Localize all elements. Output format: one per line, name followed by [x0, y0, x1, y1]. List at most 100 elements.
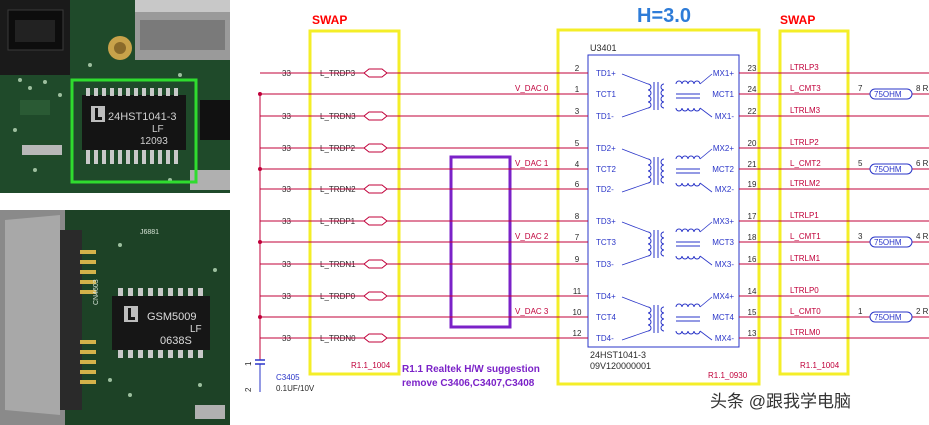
chip-marking-3: 0638S — [160, 335, 192, 347]
chip-pin-number: 21 — [748, 160, 757, 169]
junction-dot — [258, 315, 262, 319]
chip-pin-name: MX2- — [715, 185, 734, 194]
junction-dot — [258, 92, 262, 96]
port-symbol — [363, 68, 388, 78]
chip-pin-number: 19 — [748, 180, 757, 189]
transformer-coil-icon — [621, 148, 713, 193]
chip-pin-number: 1 — [575, 85, 580, 94]
chip-pin-name: TCT2 — [596, 165, 617, 174]
chip-pin-name: TD3- — [596, 260, 614, 269]
chip-pin-name: MCT2 — [712, 165, 734, 174]
right-net-label: LTRLM2 — [790, 179, 821, 188]
chip-pin-number: 22 — [748, 107, 757, 116]
swap-box-right — [778, 29, 850, 376]
cap-pin2: 2 — [244, 387, 253, 392]
v-dac-label: V_DAC 0 — [515, 84, 549, 93]
height-title: H=3.0 — [637, 5, 691, 27]
term-pin-right: 8 R — [916, 84, 929, 93]
transformer-symbol-group — [621, 73, 713, 341]
transformer-coil-icon — [621, 296, 713, 341]
right-net-group: LTRLP3L_CMT3LTRLM3LTRLP2L_CMT2LTRLM2LTRL… — [739, 63, 929, 339]
port-symbol — [363, 184, 388, 194]
term-pin-right: 2 R — [916, 307, 929, 316]
chip-pin-number: 5 — [575, 139, 580, 148]
capacitor-c3405 — [255, 359, 265, 392]
chip-pin-number: 10 — [573, 308, 582, 317]
swap-label-right: SWAP — [780, 13, 815, 27]
chip-pin-number: 7 — [575, 233, 580, 242]
note-line-1: R1.1 Realtek H/W suggestion — [402, 364, 540, 375]
pcb-photo-bottom: CN4603 J6881 GSM5009 LF 0638S — [0, 210, 230, 425]
right-net-label: L_CMT3 — [790, 84, 821, 93]
chip-pin-name: MX4- — [715, 334, 734, 343]
chip-pin-name: TD4+ — [596, 292, 616, 301]
chip-marking-2: LF — [152, 124, 164, 135]
chip-pin-number: 23 — [748, 64, 757, 73]
chip-marking-3: 12093 — [140, 136, 168, 147]
junction-dot — [258, 240, 262, 244]
v-dac-label: V_DAC 3 — [515, 307, 549, 316]
chip-pin-number: 13 — [748, 329, 757, 338]
transformer-u3401 — [587, 54, 740, 348]
chip-pin-name: MX3+ — [713, 217, 734, 226]
chip-pin-name: TCT4 — [596, 313, 617, 322]
chip-pin-name: TD3+ — [596, 217, 616, 226]
right-net-label: L_CMT1 — [790, 232, 821, 241]
gold-contacts — [80, 250, 96, 384]
right-net-label: L_CMT2 — [790, 159, 821, 168]
chip-pin-name: MX3- — [715, 260, 734, 269]
port-symbol — [363, 333, 388, 343]
pcb-photo-top: 24HST1041-3 LF 12093 — [0, 0, 230, 193]
transformer-coil-icon — [621, 73, 713, 118]
chip-highlight-box — [556, 28, 761, 386]
chip-revision: R1.1_0930 — [708, 371, 748, 380]
term-ohm: 75OHM — [874, 90, 902, 99]
port-symbol — [363, 291, 388, 301]
term-ohm: 75OHM — [874, 313, 902, 322]
chip-pin-number: 2 — [575, 64, 580, 73]
chip-pin-name: MCT1 — [712, 90, 734, 99]
chip-pin-name: MX1- — [715, 112, 734, 121]
term-pin-right: 6 R — [916, 159, 929, 168]
port-symbol — [363, 143, 388, 153]
right-net-label: LTRLP3 — [790, 63, 819, 72]
chip-marking-1: 24HST1041-3 — [108, 111, 177, 123]
port-symbol — [363, 216, 388, 226]
term-pin-left: 3 — [858, 232, 863, 241]
chip-part: 24HST1041-3 — [590, 350, 646, 360]
transformer-chip — [82, 95, 186, 150]
termination-resistor — [869, 236, 913, 248]
note-line-2: remove C3406,C3407,C3408 — [402, 378, 535, 389]
right-revision: R1.1_1004 — [800, 361, 840, 370]
chip-pin-number: 6 — [575, 180, 580, 189]
chip-pin-name: MCT3 — [712, 238, 734, 247]
right-net-label: LTRLM1 — [790, 254, 821, 263]
board-label-j: J6881 — [140, 229, 159, 236]
chip-pin-name: TD4- — [596, 334, 614, 343]
chip-pin-number: 18 — [748, 233, 757, 242]
chip-pin-number: 12 — [573, 329, 582, 338]
chip-pin-number: 9 — [575, 255, 580, 264]
chip-pin-number: 8 — [575, 212, 580, 221]
right-net-label: LTRLM0 — [790, 328, 821, 337]
right-net-label: LTRLP2 — [790, 138, 819, 147]
junction-dot — [258, 167, 262, 171]
swap-box-left — [308, 29, 401, 376]
chip-pin-number: 15 — [748, 308, 757, 317]
chip-pin-number: 4 — [575, 160, 580, 169]
right-net-label: LTRLP0 — [790, 286, 819, 295]
right-net-label: L_CMT0 — [790, 307, 821, 316]
cap-value: 0.1UF/10V — [276, 384, 315, 393]
chip-pin-name: TD2- — [596, 185, 614, 194]
highlight-box-green — [70, 78, 198, 184]
chip-pin-name: MX2+ — [713, 144, 734, 153]
chip-pin-name: TCT3 — [596, 238, 617, 247]
right-net-label: LTRLP1 — [790, 211, 819, 220]
term-pin-left: 5 — [858, 159, 863, 168]
chip-pin-name: MCT4 — [712, 313, 734, 322]
cap-ref: C3405 — [276, 373, 300, 382]
port-symbol — [363, 259, 388, 269]
transformer-coil-icon — [621, 221, 713, 266]
